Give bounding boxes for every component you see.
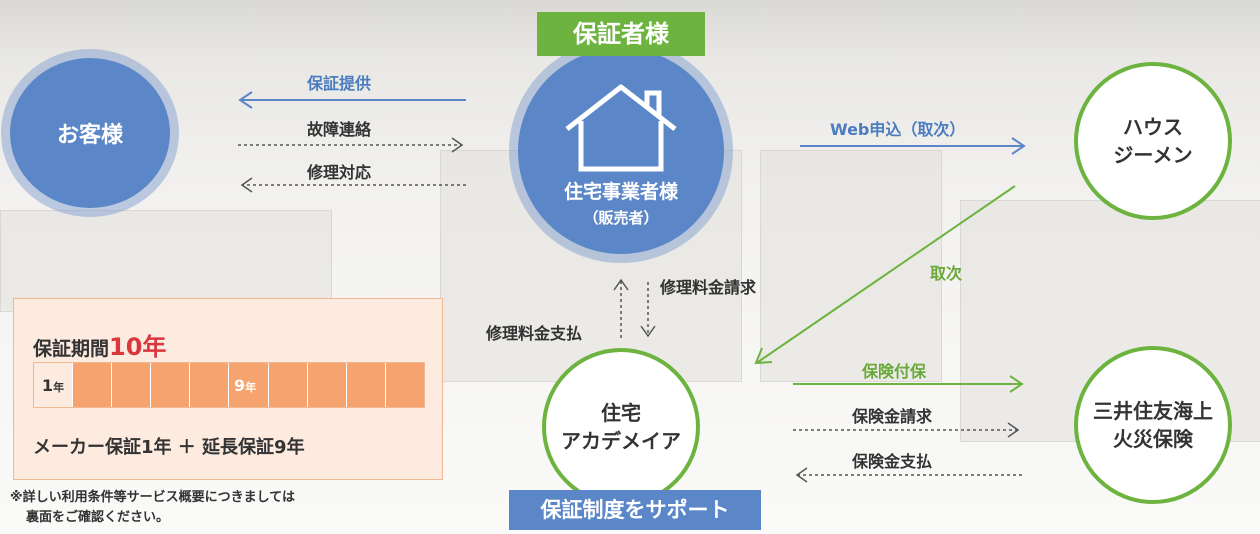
- label-repair-response: 修理対応: [307, 163, 372, 182]
- label-insurance-claim: 保険金請求: [852, 407, 933, 426]
- seller-node: 住宅事業者様 （販売者）: [518, 48, 724, 254]
- customer-node: お客様: [10, 58, 170, 208]
- extended-year-segment: [228, 363, 268, 407]
- year1-unit: 年: [53, 381, 65, 394]
- warranty-caption: メーカー保証1年 ＋ 延長保証9年: [33, 437, 305, 458]
- seller-label-main: 住宅事業者様: [563, 180, 678, 203]
- extended-year-segment: [111, 363, 151, 407]
- extended-year-segment: [150, 363, 190, 407]
- label-repair-fee-request: 修理料金請求: [660, 278, 757, 297]
- extended-years-bar: [72, 363, 424, 407]
- academeia-label-1: 住宅: [601, 401, 641, 425]
- extended-year-segment: [267, 363, 307, 407]
- extended-year-segment: [72, 363, 112, 407]
- support-header-text: 保証制度をサポート: [540, 498, 730, 522]
- extended-year-segment: [345, 363, 385, 407]
- year1-num: 1: [41, 375, 54, 395]
- warranty-period-years: 10年: [109, 333, 167, 361]
- label-failure-report: 故障連絡: [307, 120, 372, 139]
- extended-year-segment: [306, 363, 346, 407]
- label-web-apply: Web申込（取次）: [830, 120, 966, 139]
- footnote-line-1: ※詳しい利用条件等サービス概要につきましては: [10, 490, 295, 505]
- warranty-period-title: 保証期間10年: [33, 327, 166, 362]
- academeia-node: 住宅 アカデメイア: [542, 348, 700, 506]
- guarantor-header-text: 保証者様: [573, 20, 669, 48]
- house-gmen-label-1: ハウス: [1123, 115, 1183, 139]
- extended-year-segment: [384, 363, 424, 407]
- year9-num: 9: [234, 375, 246, 395]
- insurer-node: 三井住友海上 火災保険: [1074, 346, 1232, 504]
- support-header: 保証制度をサポート: [509, 490, 761, 530]
- extended-year-segment: [189, 363, 229, 407]
- insurer-label-2: 火災保険: [1113, 427, 1193, 451]
- house-icon: [565, 84, 677, 171]
- footnote: ※詳しい利用条件等サービス概要につきましては 裏面をご確認ください。: [10, 488, 295, 528]
- label-intermediary: 取次: [930, 264, 963, 283]
- guarantor-header: 保証者様: [537, 12, 705, 56]
- house-gmen-label-2: ジーメン: [1113, 143, 1193, 167]
- customer-label: お客様: [56, 123, 123, 148]
- academeia-label-2: アカデメイア: [561, 429, 681, 453]
- label-warranty-provide: 保証提供: [307, 74, 372, 93]
- seller-label-sub: （販売者）: [583, 208, 659, 227]
- label-insurance-attach: 保険付保: [862, 362, 927, 381]
- insurer-label-1: 三井住友海上: [1093, 399, 1213, 423]
- warranty-period-label: 保証期間: [33, 338, 110, 360]
- footnote-line-2: 裏面をご確認ください。: [26, 510, 170, 525]
- arrow-intermediary: [757, 185, 1016, 363]
- label-insurance-payment: 保険金支払: [852, 452, 933, 471]
- house-gmen-node: ハウス ジーメン: [1074, 62, 1232, 220]
- year9-unit: 年: [245, 381, 257, 394]
- label-repair-fee-payment: 修理料金支払: [486, 324, 583, 343]
